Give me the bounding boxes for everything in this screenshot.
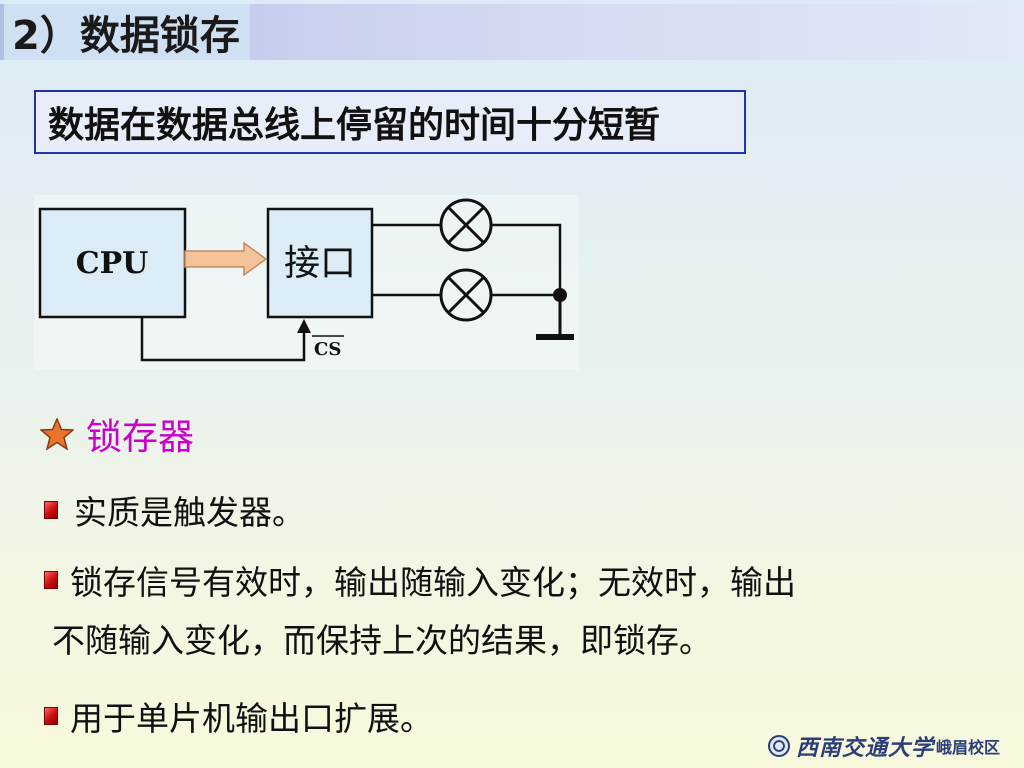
bullet-text: 实质是触发器。 <box>74 493 305 532</box>
cpu-label: CPU <box>76 246 149 281</box>
section-heading: 锁存器 <box>40 408 194 460</box>
circuit-diagram: CPU 接口 CS <box>34 195 579 370</box>
bullet-icon <box>44 707 58 725</box>
lamp2-cross-b <box>446 275 486 315</box>
bullet-text: 用于单片机输出口扩展。 <box>70 699 433 738</box>
banner-text: 数据在数据总线上停留的时间十分短暂 <box>48 105 661 146</box>
bullet-icon <box>44 501 58 519</box>
bullet-item-1: 实质是触发器。 <box>44 486 305 534</box>
bullet-icon <box>44 571 58 589</box>
heading-text: 锁存器 <box>86 417 195 458</box>
university-logo: 西南交通大学 峨眉校区 <box>767 730 1000 762</box>
logo-campus: 峨眉校区 <box>935 738 1000 757</box>
logo-name: 西南交通大学 <box>795 735 934 761</box>
lamp1-wire-right <box>491 223 562 295</box>
data-arrow <box>184 241 268 277</box>
bullet-item-2: 锁存信号有效时，输出随输入变化；无效时，输出 <box>44 556 796 604</box>
cs-arrowhead <box>297 319 311 333</box>
cs-label: CS <box>314 339 341 360</box>
interface-box <box>266 207 374 319</box>
interface-label: 接口 <box>284 243 356 284</box>
emblem-icon <box>767 735 790 757</box>
banner-box: 数据在数据总线上停留的时间十分短暂 <box>34 90 746 154</box>
cpu-box <box>38 207 187 319</box>
lamp1-cross-b <box>446 205 486 245</box>
bullet-item-3: 用于单片机输出口扩展。 <box>44 692 433 740</box>
cs-wire <box>140 317 306 362</box>
star-icon <box>40 418 74 450</box>
bullet-item-2-continuation: 不随输入变化，而保持上次的结果，即锁存。 <box>52 621 712 660</box>
bullet-text: 锁存信号有效时，输出随输入变化；无效时，输出 <box>70 563 796 602</box>
slide-title: 2）数据锁存 <box>4 4 250 60</box>
